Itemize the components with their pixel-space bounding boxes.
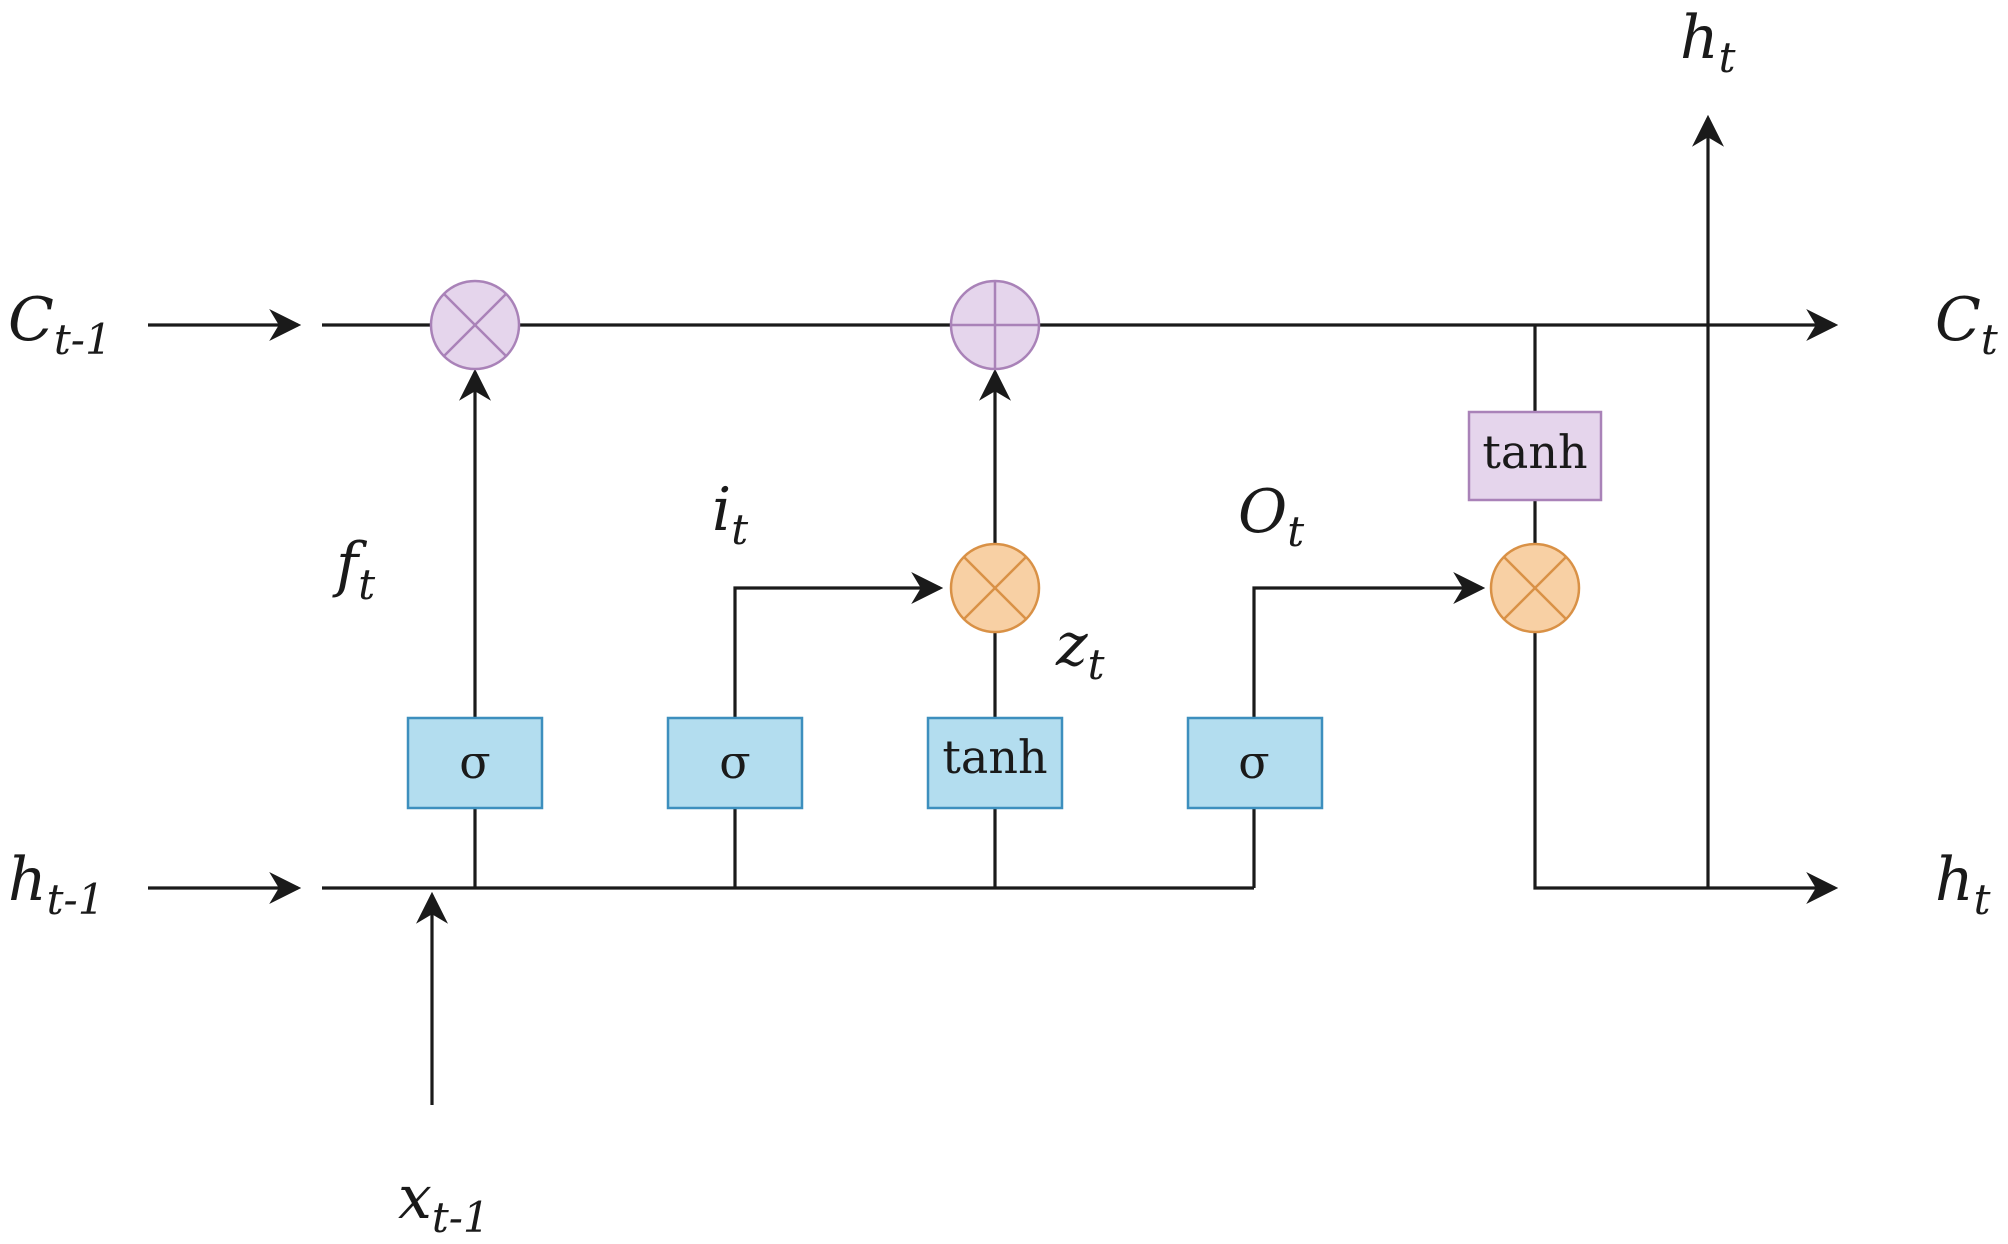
h-next-label: ht bbox=[1935, 845, 1991, 924]
output-gate-label: σ bbox=[1238, 735, 1269, 789]
times-icon-stroke bbox=[443, 293, 507, 357]
input-multiply-op bbox=[949, 542, 1041, 634]
output-gate: σ bbox=[1186, 716, 1324, 810]
forget-gate: σ bbox=[406, 716, 544, 810]
input-gate-label: σ bbox=[719, 735, 750, 789]
output-gate-out bbox=[1252, 572, 1486, 718]
forget-gate-var-label: ft bbox=[332, 530, 375, 609]
hidden-output-line bbox=[1533, 632, 1839, 904]
input-gate-var-label: it bbox=[712, 475, 748, 554]
forget-gate-box bbox=[406, 716, 544, 810]
cell-tanh: tanh bbox=[1467, 410, 1603, 502]
x-prev-label: xt-1 bbox=[398, 1163, 490, 1242]
input-gate-out bbox=[733, 572, 944, 718]
c-next-label: Ct bbox=[1935, 285, 1998, 364]
cell-add-op bbox=[949, 279, 1041, 371]
output-gate-var-label: Ot bbox=[1238, 477, 1304, 556]
output-multiply-op bbox=[1489, 542, 1581, 634]
h-out-label: ht bbox=[1680, 3, 1736, 82]
candidate-var-label: zt bbox=[1055, 610, 1105, 689]
candidate-gate-box bbox=[926, 716, 1064, 810]
input-gate-box bbox=[666, 716, 804, 810]
candidate-gate-label: tanh bbox=[942, 730, 1047, 784]
cell-tanh-label: tanh bbox=[1482, 425, 1587, 479]
candidate-gate: tanh bbox=[926, 716, 1064, 810]
c-prev-label: Ct-1 bbox=[8, 285, 112, 364]
h-prev-label: ht-1 bbox=[8, 845, 104, 924]
times-icon-stroke bbox=[1503, 556, 1567, 620]
cell-tanh-box bbox=[1467, 410, 1603, 502]
forget-multiply-op bbox=[429, 279, 521, 371]
output-gate-box bbox=[1186, 716, 1324, 810]
forget-gate-label: σ bbox=[459, 735, 490, 789]
times-icon-stroke bbox=[963, 556, 1027, 620]
input-gate: σ bbox=[666, 716, 804, 810]
